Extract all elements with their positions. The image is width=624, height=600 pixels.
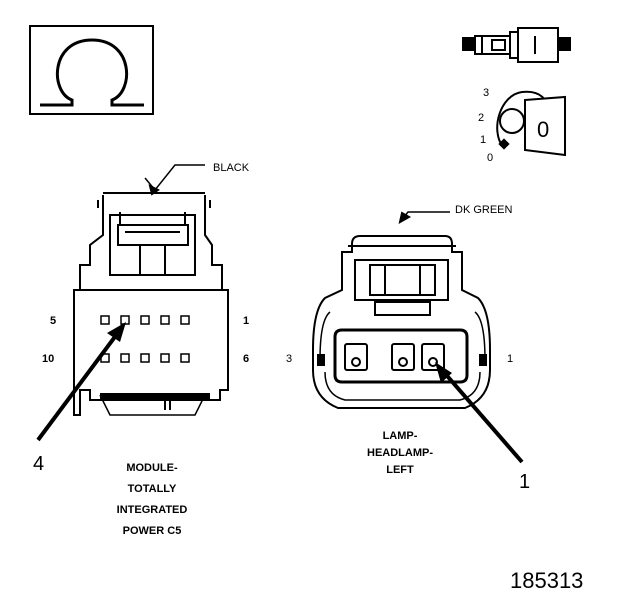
- module-pin-10: 10: [42, 353, 54, 365]
- module-pin-6: 6: [243, 353, 249, 365]
- lamp-color-label: DK GREEN: [455, 204, 513, 216]
- lamp-caption-line2: HEADLAMP-: [367, 447, 433, 459]
- connector-icon: [462, 27, 571, 63]
- callout-arrow-4: [36, 322, 126, 442]
- module-caption-line2: TOTALLY: [128, 483, 177, 495]
- lamp-pin-3: 3: [286, 353, 292, 365]
- module-caption-line3: INTEGRATED: [117, 504, 188, 516]
- key-position-2: 2: [478, 112, 484, 124]
- module-caption-line1: MODULE-: [126, 462, 178, 474]
- module-pin-1: 1: [243, 315, 249, 327]
- lamp-connector: [312, 211, 491, 409]
- key-position-0: 0: [487, 152, 493, 164]
- module-connector: [73, 164, 229, 416]
- module-color-label: BLACK: [213, 162, 250, 174]
- callout-1: 1: [519, 471, 530, 493]
- figure-number: 185313: [510, 568, 583, 593]
- module-caption-line4: POWER C5: [123, 525, 182, 537]
- lamp-pin-1: 1: [507, 353, 513, 365]
- key-position-3: 3: [483, 87, 489, 99]
- module-pin-5: 5: [50, 315, 56, 327]
- key-position-indicator: 3 2 1 0 0: [478, 87, 566, 164]
- lamp-caption-line3: LEFT: [386, 464, 414, 476]
- key-position-1: 1: [480, 134, 486, 146]
- callout-arrow-1: [435, 362, 524, 464]
- lamp-caption-line1: LAMP-: [383, 430, 418, 442]
- key-label: 0: [537, 117, 549, 142]
- callout-4: 4: [33, 453, 44, 475]
- omega-symbol-box: [29, 25, 154, 115]
